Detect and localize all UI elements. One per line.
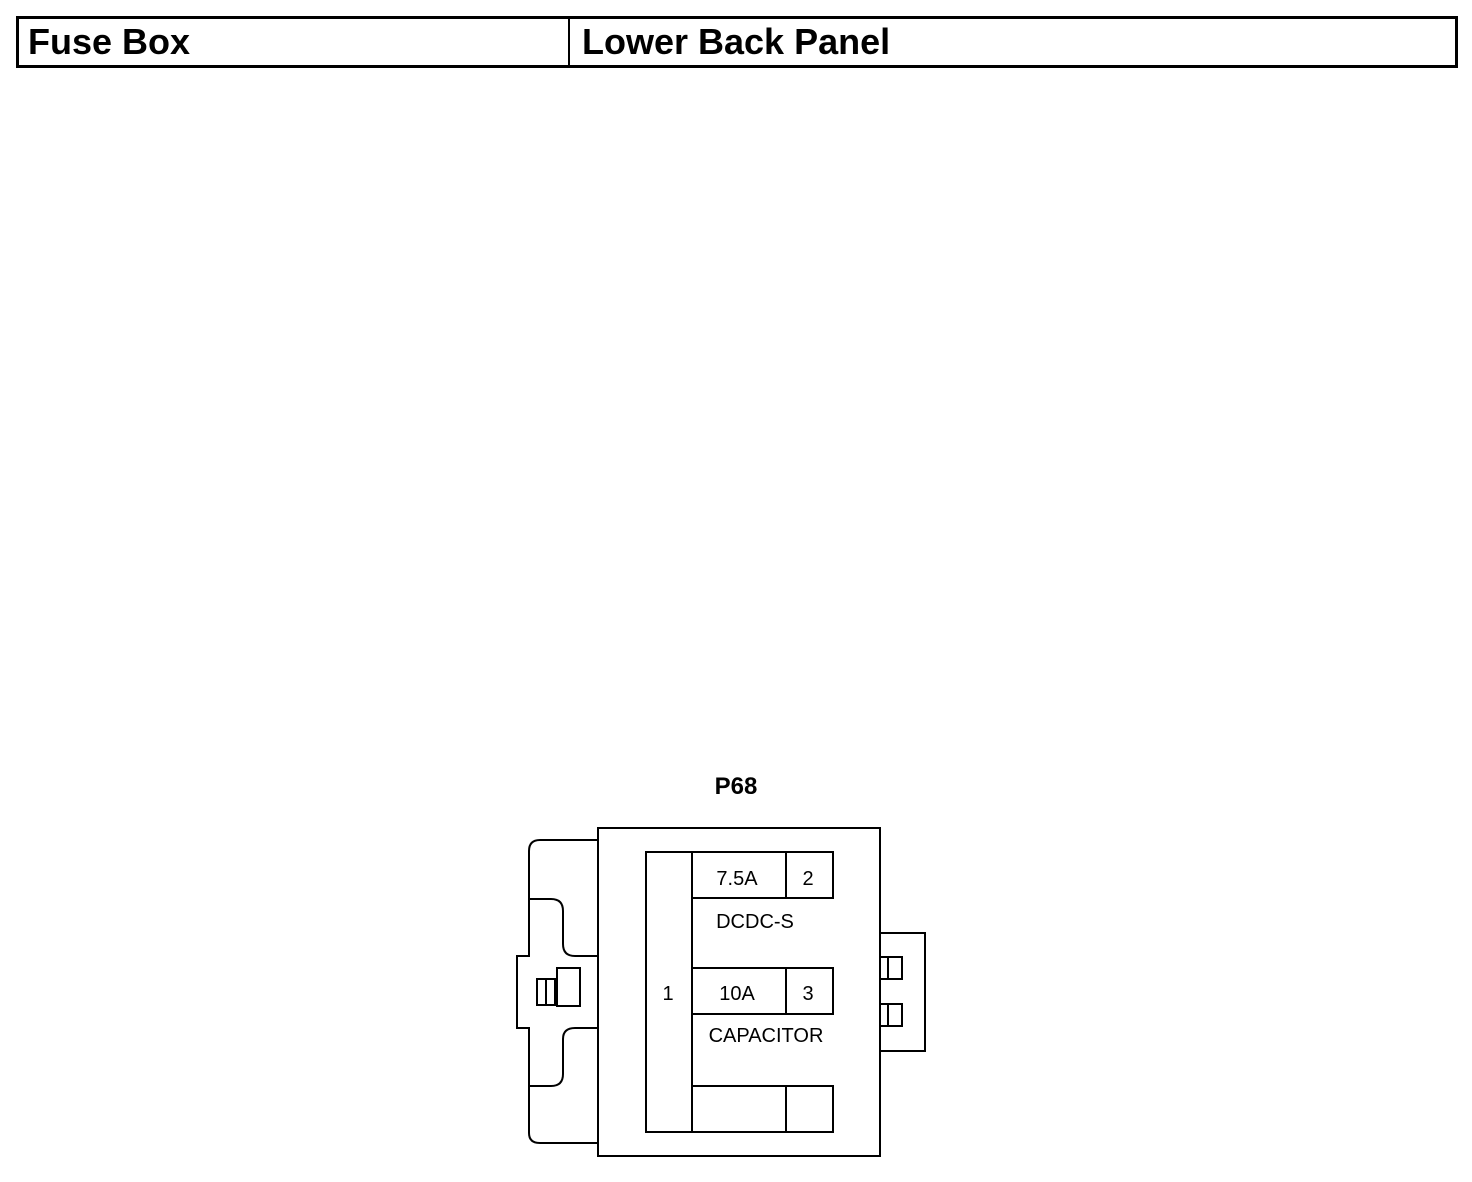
fuse-rating-label: 10A — [719, 983, 755, 1005]
connector-body — [597, 827, 881, 1157]
left-latch — [516, 839, 598, 1144]
terminal-1-label: 1 — [662, 983, 673, 1005]
fuse-block — [645, 851, 834, 1133]
fuse-terminal-label: 3 — [802, 983, 813, 1005]
connector-id-label: P68 — [715, 773, 758, 800]
header-left-title: Fuse Box — [19, 19, 570, 65]
header-table: Fuse Box Lower Back Panel — [16, 16, 1458, 68]
fuse-name-label: CAPACITOR — [709, 1025, 824, 1047]
fuse-name-label: DCDC-S — [716, 911, 794, 933]
fuse-rating-label: 7.5A — [716, 868, 758, 890]
header-right-title: Lower Back Panel — [582, 21, 891, 62]
fuse-terminal-label: 2 — [802, 868, 813, 890]
right-tab — [879, 932, 926, 1052]
